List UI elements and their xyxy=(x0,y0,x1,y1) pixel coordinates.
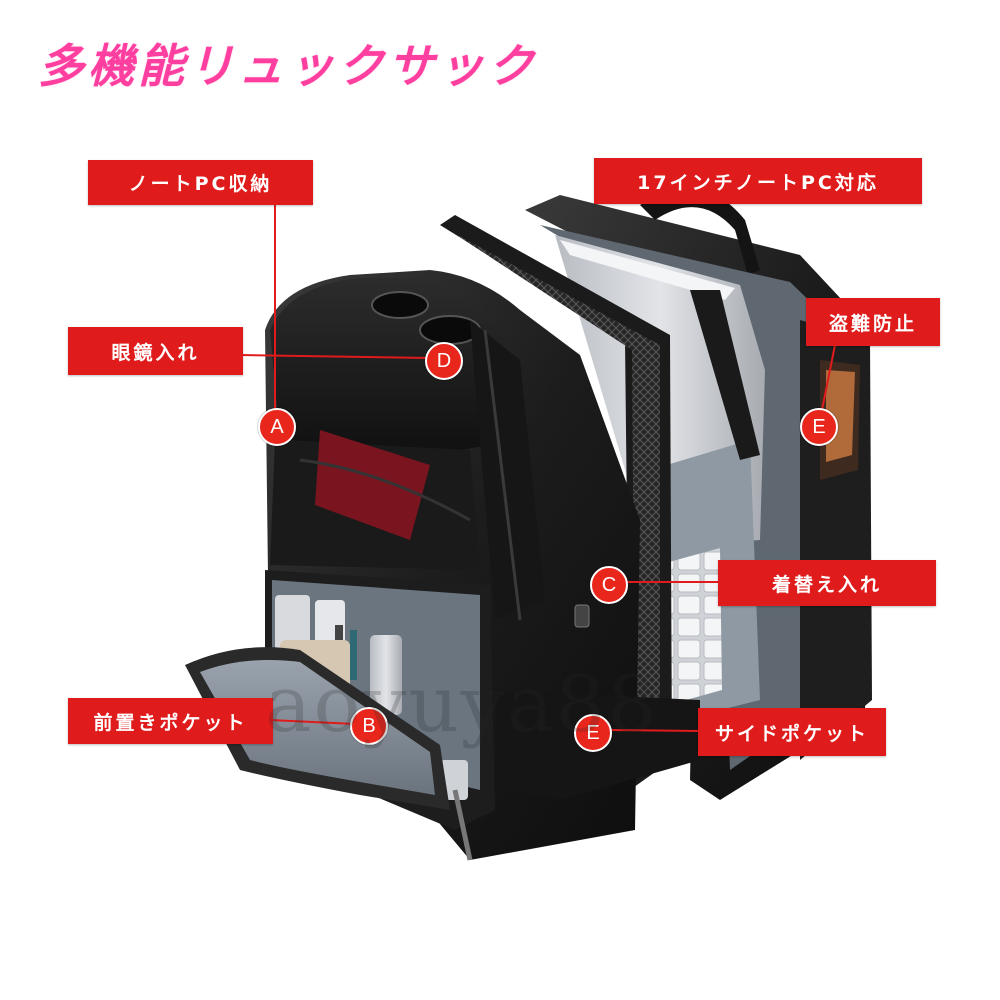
page-title: 多機能リュックサック xyxy=(38,39,538,93)
label-front-pocket: 前置きポケット xyxy=(68,698,273,744)
marker-e-lower: E xyxy=(574,714,612,752)
label-clothes: 着替え入れ xyxy=(718,560,936,606)
label-glasses-case: 眼鏡入れ xyxy=(68,327,243,375)
marker-c: C xyxy=(590,566,628,604)
label-17inch-pc: 17インチノートPC対応 xyxy=(594,158,922,204)
label-side-pocket: サイドポケット xyxy=(698,708,886,756)
label-laptop-storage: ノートPC収納 xyxy=(88,160,313,205)
watermark: aoyuya88 xyxy=(265,660,659,750)
marker-d: D xyxy=(425,342,463,380)
label-anti-theft: 盗難防止 xyxy=(806,298,940,346)
marker-e-upper: E xyxy=(800,408,838,446)
marker-a: A xyxy=(258,408,296,446)
marker-b: B xyxy=(350,707,388,745)
